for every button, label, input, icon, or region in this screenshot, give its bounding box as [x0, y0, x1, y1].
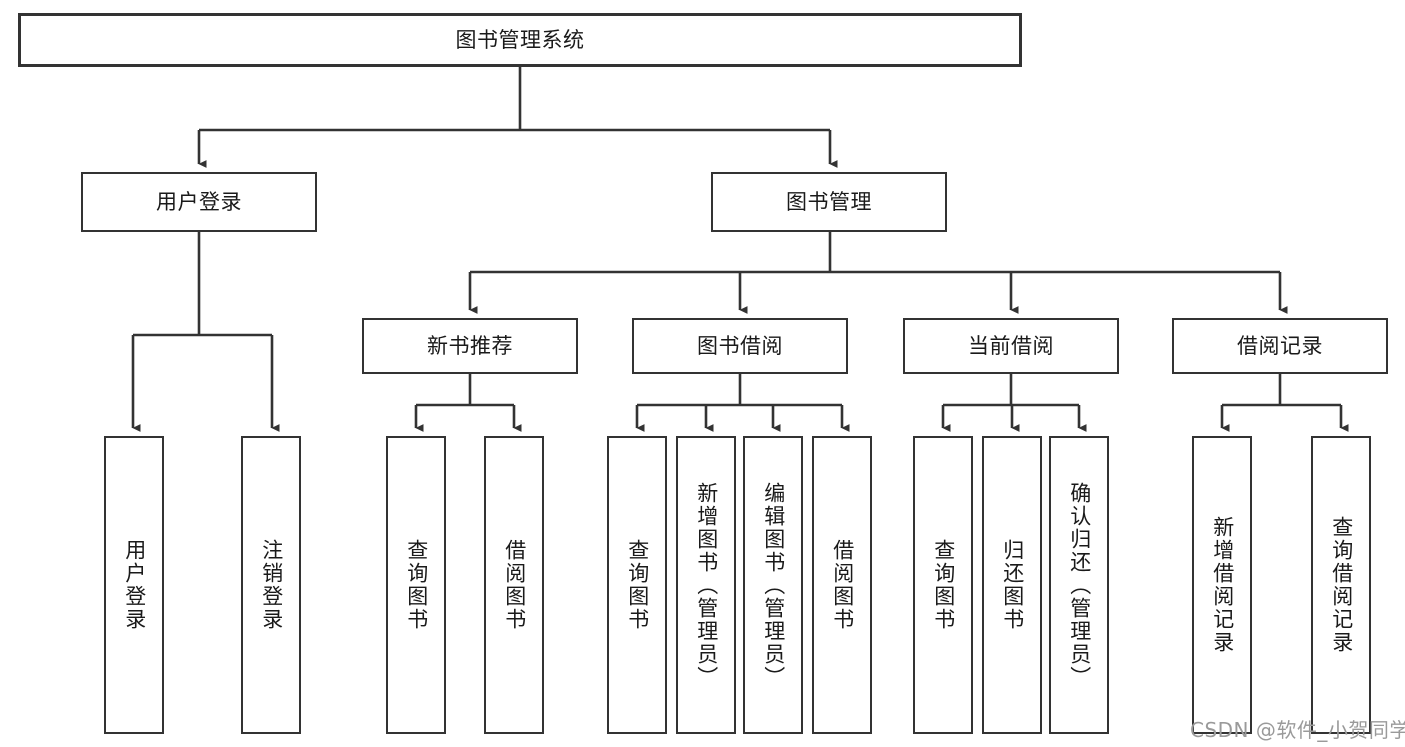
leaf-node-label: 用户登录 [122, 539, 147, 631]
leaf-node-label: 借阅图书 [502, 539, 527, 631]
leaf-node[interactable]: 新增图书（管理员） [676, 436, 736, 734]
node-user-login-label: 用户登录 [156, 189, 242, 214]
node-current-borrow[interactable]: 当前借阅 [903, 318, 1119, 374]
leaf-node[interactable]: 借阅图书 [484, 436, 544, 734]
node-borrow-record-label: 借阅记录 [1237, 333, 1323, 358]
leaf-node-label: 归还图书 [1000, 539, 1025, 631]
node-root-label: 图书管理系统 [455, 27, 585, 52]
node-book-borrow[interactable]: 图书借阅 [632, 318, 848, 374]
leaf-node-label: 编辑图书（管理员） [761, 481, 786, 689]
leaf-node-label: 注销登录 [259, 539, 284, 631]
node-root[interactable]: 图书管理系统 [18, 13, 1022, 67]
leaf-node[interactable]: 注销登录 [241, 436, 301, 734]
leaf-node[interactable]: 确认归还（管理员） [1049, 436, 1109, 734]
leaf-node-label: 查询借阅记录 [1329, 516, 1354, 654]
leaf-node-label: 查询图书 [404, 539, 429, 631]
leaf-node[interactable]: 借阅图书 [812, 436, 872, 734]
node-book-management-label: 图书管理 [786, 189, 872, 214]
leaf-node[interactable]: 用户登录 [104, 436, 164, 734]
node-current-borrow-label: 当前借阅 [968, 333, 1054, 358]
node-user-login[interactable]: 用户登录 [81, 172, 317, 232]
leaf-node-label: 确认归还（管理员） [1067, 481, 1092, 689]
leaf-node[interactable]: 归还图书 [982, 436, 1042, 734]
leaf-node[interactable]: 查询图书 [607, 436, 667, 734]
node-new-book-recommend-label: 新书推荐 [427, 333, 513, 358]
leaf-node[interactable]: 查询图书 [913, 436, 973, 734]
leaf-node-label: 新增图书（管理员） [694, 481, 719, 689]
node-new-book-recommend[interactable]: 新书推荐 [362, 318, 578, 374]
csdn-watermark: CSDN @软件_小贺同学 [1190, 718, 1405, 742]
leaf-node-label: 查询图书 [931, 539, 956, 631]
leaf-node[interactable]: 查询图书 [386, 436, 446, 734]
leaf-node[interactable]: 查询借阅记录 [1311, 436, 1371, 734]
leaf-node[interactable]: 新增借阅记录 [1192, 436, 1252, 734]
leaf-node-label: 新增借阅记录 [1210, 516, 1235, 654]
leaf-node[interactable]: 编辑图书（管理员） [743, 436, 803, 734]
leaf-node-label: 查询图书 [625, 539, 650, 631]
node-borrow-record[interactable]: 借阅记录 [1172, 318, 1388, 374]
leaf-node-label: 借阅图书 [830, 539, 855, 631]
node-book-management[interactable]: 图书管理 [711, 172, 947, 232]
node-book-borrow-label: 图书借阅 [697, 333, 783, 358]
